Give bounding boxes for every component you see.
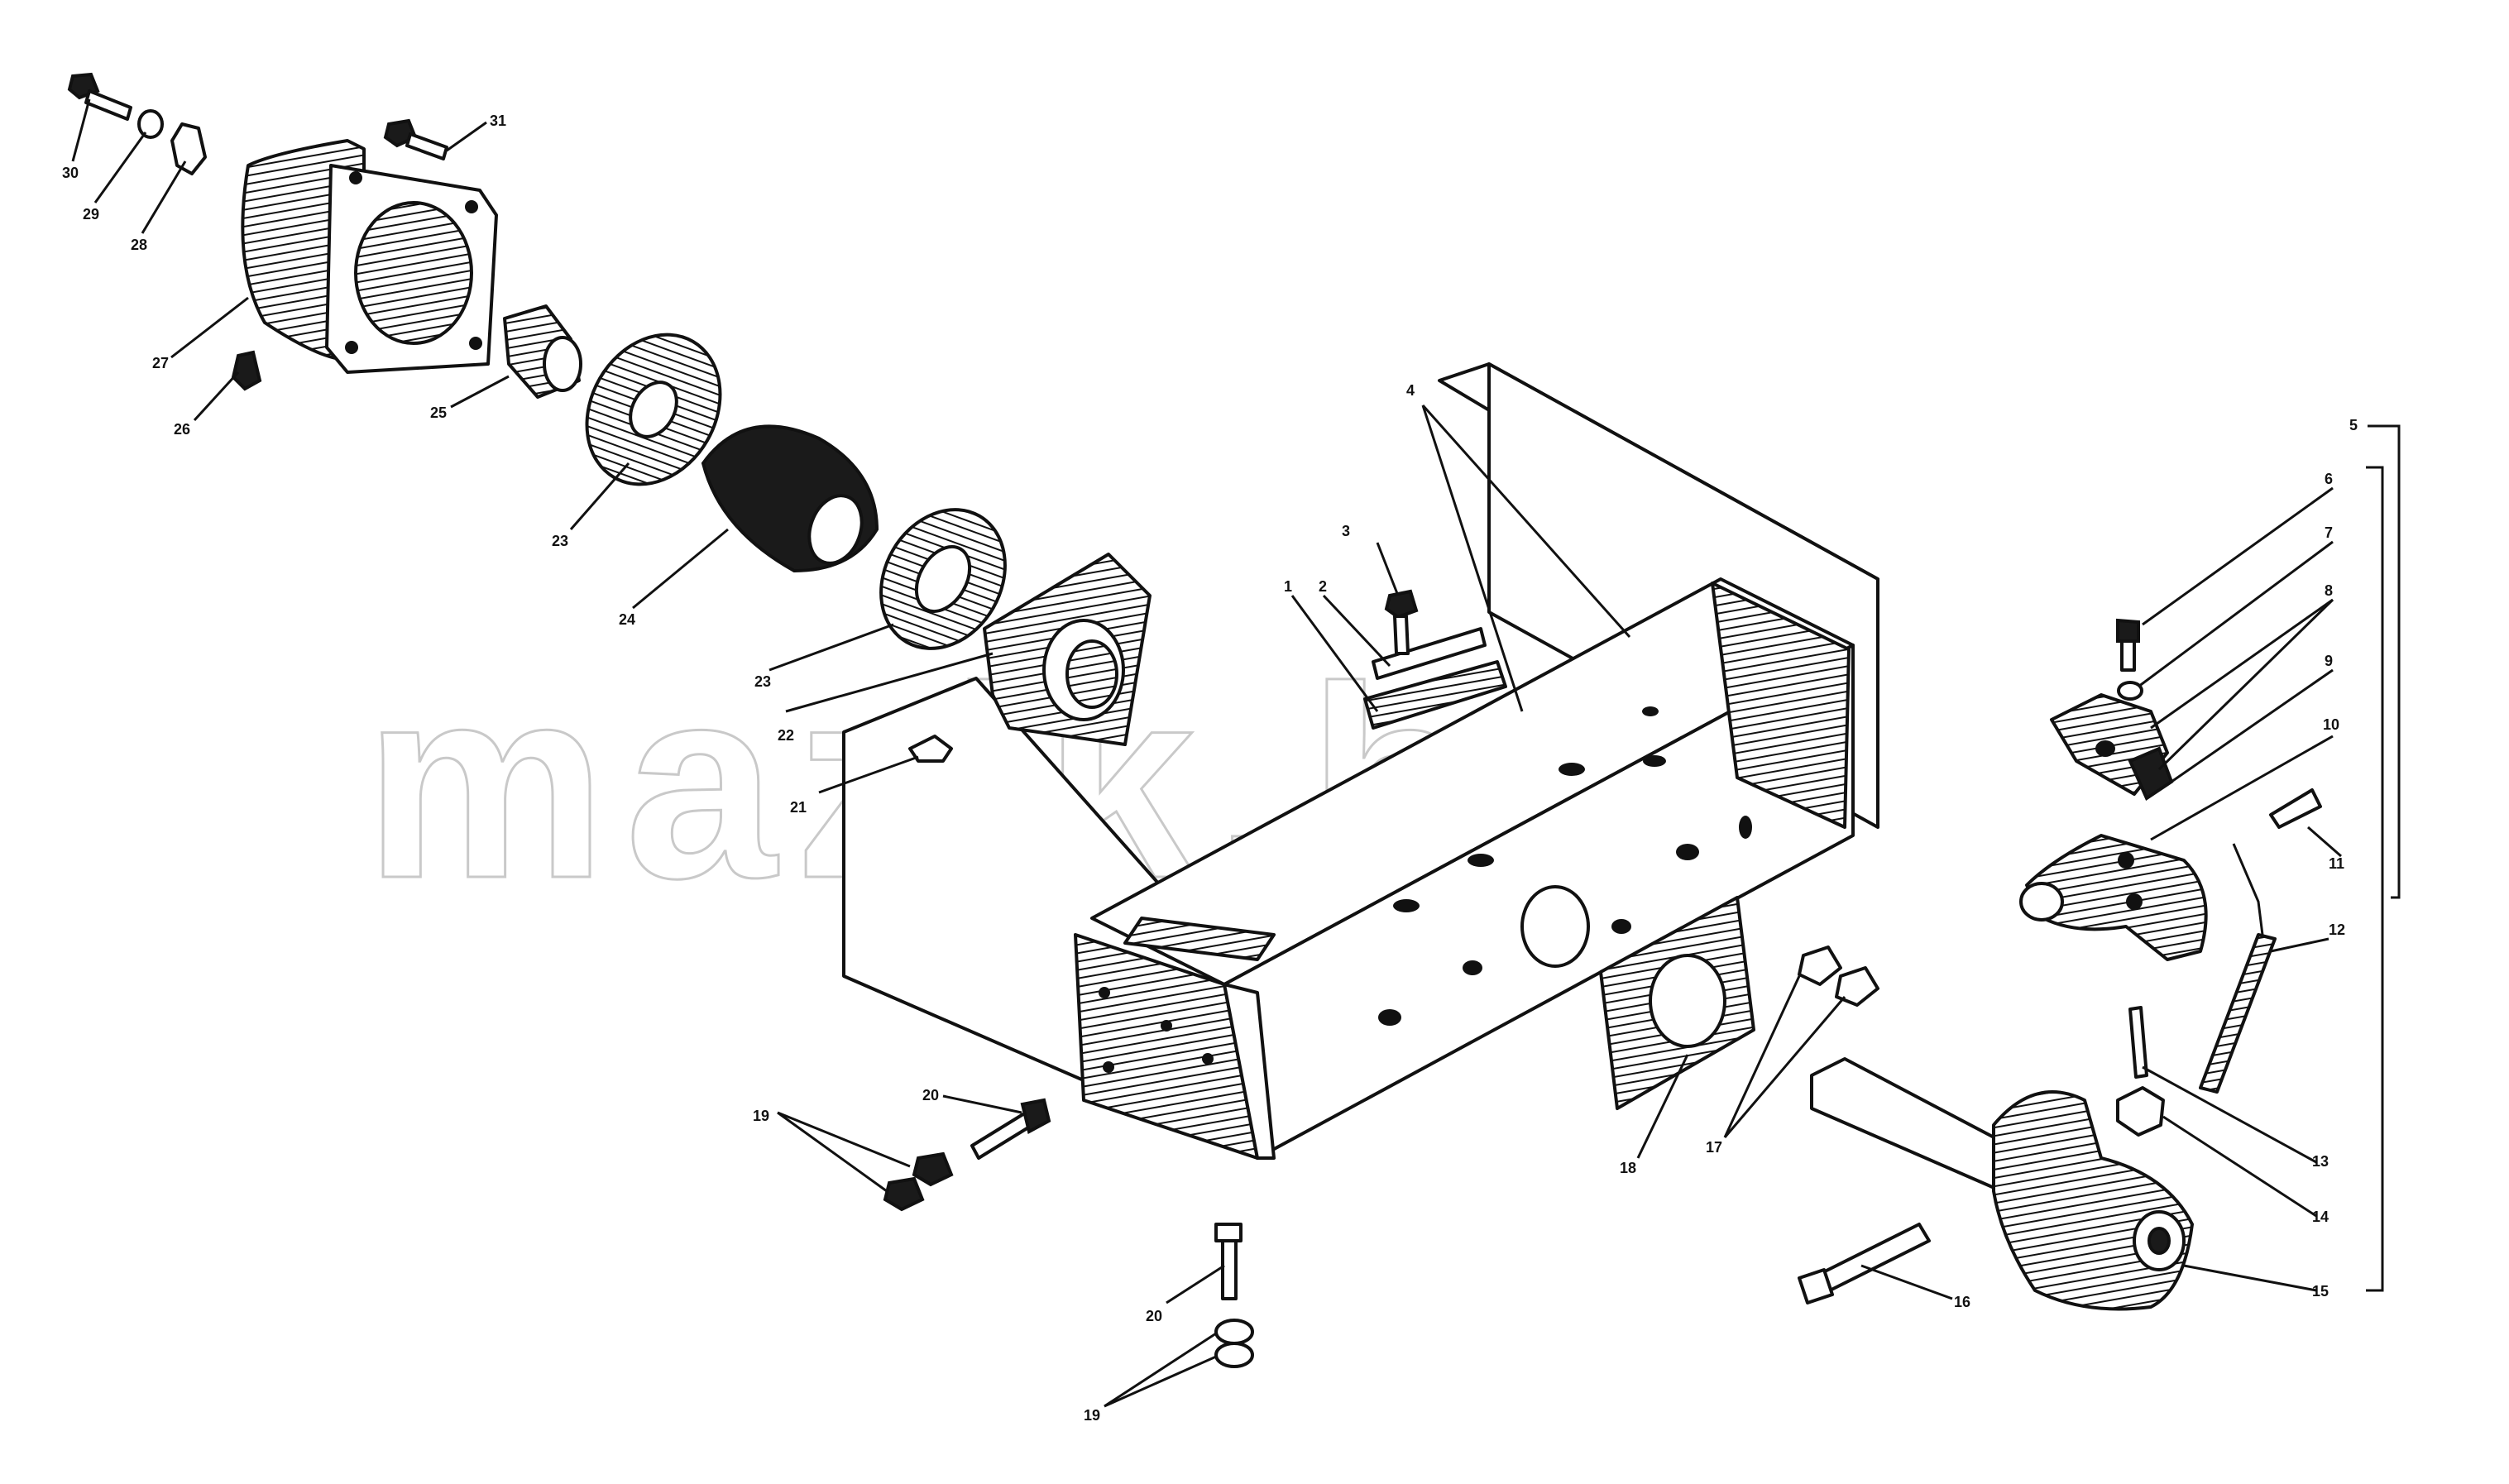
chain-12 — [2199, 843, 2277, 1094]
bolt-16 — [1798, 1223, 1931, 1304]
callout-10: 10 — [2323, 716, 2339, 733]
callout-7: 7 — [2325, 524, 2333, 541]
callout-11: 11 — [2329, 855, 2344, 872]
bolt-31 — [383, 118, 448, 160]
nut-17-a — [1798, 945, 1842, 986]
callout-14: 14 — [2312, 1209, 2329, 1225]
roller-24 — [701, 424, 879, 573]
bracket-10 — [2019, 834, 2208, 961]
seal-ring-23-lower — [879, 508, 1007, 650]
callout-31: 31 — [490, 112, 506, 129]
washer-29 — [137, 109, 164, 139]
callout-19-b: 19 — [1084, 1407, 1100, 1424]
plate-18 — [1599, 896, 1755, 1110]
grease-fitting-26 — [231, 350, 262, 391]
bolt-20-a — [970, 1098, 1051, 1160]
flange-bearing-22 — [983, 553, 1152, 746]
callout-21: 21 — [790, 799, 807, 816]
bolt-30 — [67, 72, 132, 121]
callout-13: 13 — [2312, 1153, 2329, 1170]
lock-plate-28 — [170, 122, 207, 175]
callout-2: 2 — [1319, 578, 1327, 595]
washer-19-b — [1214, 1342, 1254, 1368]
seal-ring-23-upper — [585, 333, 722, 486]
callout-30: 30 — [62, 165, 79, 181]
bolt-3 — [1384, 589, 1419, 655]
tow-hook-15 — [1810, 1057, 2194, 1311]
leader-lines — [71, 98, 2401, 1408]
callout-8: 8 — [2325, 582, 2333, 599]
housing-27 — [241, 139, 498, 374]
nut-19-b — [883, 1176, 925, 1212]
pin-11 — [2269, 788, 2322, 829]
bolt-20-b — [1214, 1223, 1243, 1300]
callout-5: 5 — [2349, 417, 2358, 433]
callout-29: 29 — [83, 206, 99, 223]
grease-fitting-21 — [908, 735, 953, 763]
main-beam — [842, 362, 1879, 1160]
callout-1: 1 — [1284, 578, 1292, 595]
callout-26: 26 — [174, 421, 190, 438]
callout-24: 24 — [619, 611, 635, 628]
callout-27: 27 — [152, 355, 169, 371]
nut-14 — [2116, 1086, 2165, 1137]
callout-20-a: 20 — [922, 1087, 939, 1103]
callout-12: 12 — [2329, 922, 2345, 938]
washer-19-a — [1214, 1319, 1254, 1345]
callout-23-upper: 23 — [552, 533, 568, 549]
callout-18: 18 — [1620, 1160, 1636, 1176]
callout-28: 28 — [131, 237, 147, 253]
cotter-pin-13 — [2128, 1006, 2148, 1079]
callout-17: 17 — [1706, 1139, 1722, 1156]
nut-17-b — [1835, 966, 1879, 1007]
nut-19-a — [912, 1151, 954, 1187]
callout-numbers: 30 29 28 31 27 26 25 23 24 23 22 21 1 2 … — [62, 112, 2358, 1424]
callout-9: 9 — [2325, 653, 2333, 669]
latch-bracket-8 — [2050, 693, 2174, 801]
callout-6: 6 — [2325, 471, 2333, 487]
washer-7 — [2117, 681, 2143, 701]
callout-16: 16 — [1954, 1294, 1970, 1310]
callout-3: 3 — [1342, 523, 1350, 539]
callout-25: 25 — [430, 405, 447, 421]
callout-4: 4 — [1406, 382, 1415, 399]
bolt-6 — [2116, 618, 2140, 672]
callout-15: 15 — [2312, 1283, 2329, 1300]
callout-22: 22 — [778, 727, 794, 744]
bearing-25 — [503, 304, 582, 399]
callout-23-lower: 23 — [754, 673, 771, 690]
callout-19-a: 19 — [753, 1108, 769, 1124]
callout-20-b: 20 — [1146, 1308, 1162, 1324]
